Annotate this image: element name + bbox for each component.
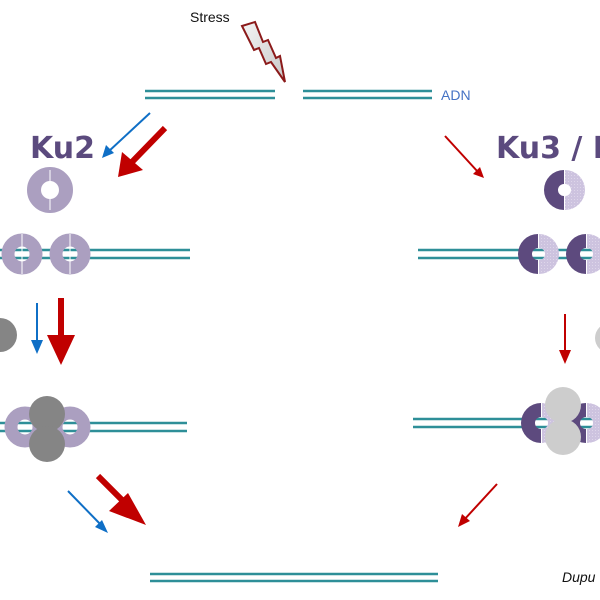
ku3-bound-dimer-1 [518,234,559,274]
lightning-bolt-icon [240,20,286,83]
partner-protein-left-free [0,318,17,352]
dna-broken-right [303,89,432,100]
ku3-bound-dimer-2 [566,234,600,274]
left-synaptic-complex [4,396,91,462]
ku2-title: Ku2 [30,131,95,166]
minor-arrow-ku2-binding [102,112,151,158]
ku3-free-dimer [544,170,585,210]
right-synaptic-complex [521,387,600,455]
ku2-bound-dimer-1 [1,233,43,275]
minor-arrow-left-recruit [31,303,43,354]
dna-ku2-bound [0,248,190,260]
ku3-title: Ku3 / K [496,131,600,166]
stress-label: Stress [190,9,230,25]
major-arrow-right-ligation [458,483,498,527]
ku2-bound-dimer-2 [49,233,91,275]
dna-left-synapsis [0,421,187,433]
citation-text: Dupu [562,569,596,585]
ku2-free-dimer [27,167,73,213]
partner-protein-right-free [595,326,600,350]
major-arrow-left-recruit [47,298,75,365]
dna-repaired [150,572,438,583]
dna-broken-left [145,89,275,100]
major-arrow-left-ligation [95,473,146,525]
major-arrow-right-recruit [559,314,571,364]
minor-arrow-left-ligation [67,490,108,533]
dna-label: ADN [441,87,471,103]
major-arrow-ku2-binding [118,125,168,177]
major-arrow-ku3-binding [444,135,484,178]
